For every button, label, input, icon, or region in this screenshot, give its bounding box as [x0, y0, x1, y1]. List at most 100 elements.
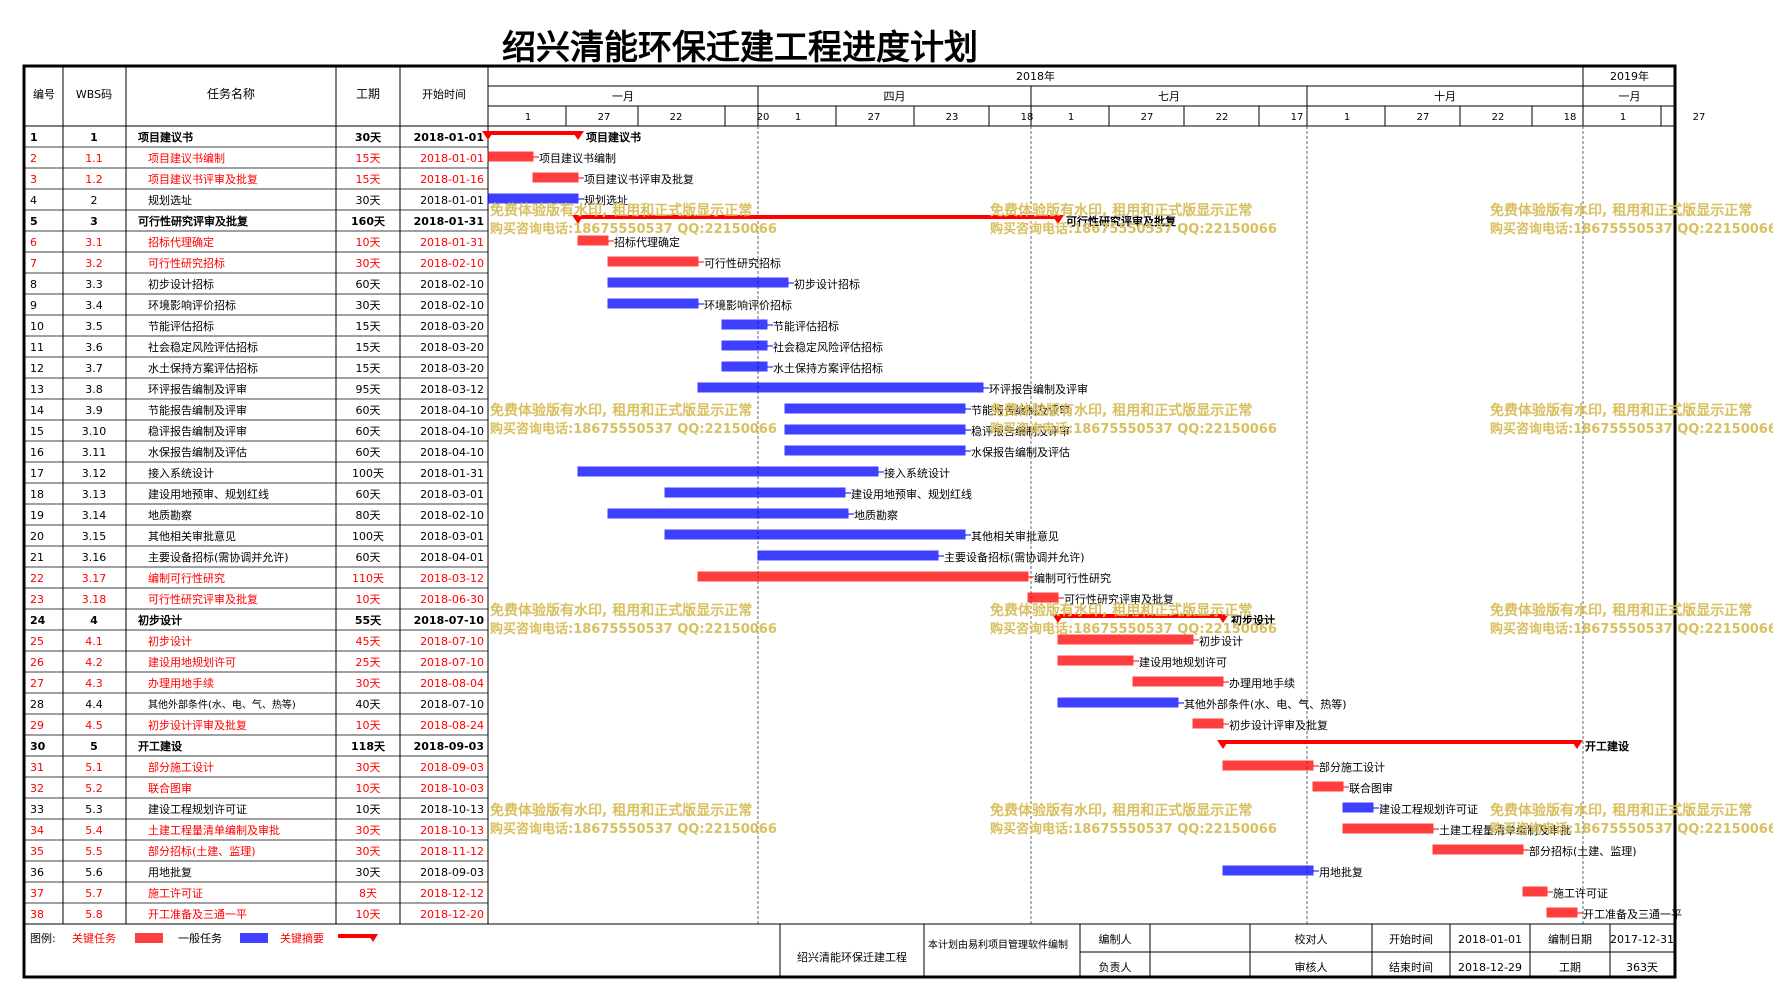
task-name: 建设工程规划许可证 — [148, 802, 247, 816]
summary-end-marker — [1052, 614, 1064, 623]
summary-bar — [578, 215, 1058, 219]
footer-owner: 负责人 — [1099, 960, 1132, 974]
header-day-1: 27 — [598, 112, 611, 123]
task-start: 2018-01-31 — [420, 236, 484, 249]
header-day-12: 1 — [1344, 112, 1350, 123]
header-day-17: 27 — [1693, 112, 1706, 123]
watermark-line1: 免费体验版有水印, 租用和正式版显示正常 — [990, 802, 1252, 819]
bar-label: 水土保持方案评估招标 — [773, 361, 883, 375]
summary-end-marker — [1052, 215, 1064, 224]
bar-label: 节能评估招标 — [773, 319, 839, 333]
task-no: 6 — [30, 236, 37, 249]
task-start: 2018-10-13 — [420, 803, 484, 816]
task-name: 规划选址 — [148, 193, 192, 207]
task-wbs: 2 — [91, 194, 98, 207]
bar-label: 水保报告编制及评估 — [971, 445, 1070, 459]
task-wbs: 3.11 — [82, 446, 107, 459]
task-wbs: 4 — [90, 614, 98, 627]
task-no: 8 — [30, 278, 37, 291]
task-no: 11 — [30, 341, 44, 354]
task-no: 10 — [30, 320, 44, 333]
task-name: 部分施工设计 — [148, 760, 214, 774]
task-dur: 15天 — [356, 362, 381, 375]
task-no: 16 — [30, 446, 44, 459]
watermark-line2: 购买咨询电话:18675550537 QQ:22150066 — [990, 221, 1277, 237]
header-day-8: 1 — [1068, 112, 1074, 123]
footer-edit-value: 2017-12-31 — [1610, 933, 1674, 946]
task-wbs: 1.2 — [85, 173, 103, 186]
task-bar — [784, 403, 966, 414]
task-dur: 15天 — [356, 320, 381, 333]
task-bar — [607, 256, 699, 267]
task-name: 可行性研究评审及批复 — [138, 214, 249, 228]
task-name: 招标代理确定 — [148, 235, 214, 249]
watermark-line2: 购买咨询电话:18675550537 QQ:22150066 — [490, 221, 777, 237]
task-bar — [757, 550, 939, 561]
legend-normal-swatch — [240, 933, 268, 943]
task-bar — [1057, 697, 1179, 708]
task-start: 2018-09-03 — [414, 740, 484, 753]
task-bar — [1342, 802, 1374, 813]
task-no: 25 — [30, 635, 44, 648]
task-bar — [1027, 592, 1059, 603]
task-bar — [1192, 718, 1224, 729]
watermark-line2: 购买咨询电话:18675550537 QQ:22150066 — [990, 821, 1277, 837]
task-start: 2018-11-12 — [420, 845, 484, 858]
task-no: 2 — [30, 152, 37, 165]
bar-label: 联合图审 — [1349, 781, 1393, 795]
task-name: 稳评报告编制及评审 — [148, 424, 247, 438]
task-bar — [577, 466, 879, 477]
task-start: 2018-09-03 — [420, 866, 484, 879]
task-name: 地质勘察 — [148, 508, 192, 522]
task-no: 18 — [30, 488, 44, 501]
task-no: 5 — [30, 215, 38, 228]
task-dur: 80天 — [356, 509, 381, 522]
legend-summary-label: 关键摘要 — [280, 931, 324, 945]
header-day-14: 22 — [1492, 112, 1505, 123]
task-name: 办理用地手续 — [148, 676, 214, 690]
task-start: 2018-03-12 — [420, 383, 484, 396]
task-no: 7 — [30, 257, 37, 270]
header-day-9: 27 — [1141, 112, 1154, 123]
task-bar — [664, 529, 966, 540]
task-name: 水保报告编制及评估 — [148, 445, 247, 459]
task-start: 2018-07-10 — [420, 656, 484, 669]
task-wbs: 1.1 — [85, 152, 103, 165]
task-dur: 95天 — [356, 383, 381, 396]
task-no: 14 — [30, 404, 44, 417]
task-start: 2018-08-04 — [420, 677, 484, 690]
task-bar — [1342, 823, 1434, 834]
task-dur: 15天 — [356, 152, 381, 165]
task-dur: 10天 — [356, 719, 381, 732]
task-wbs: 3.6 — [85, 341, 103, 354]
task-dur: 30天 — [356, 845, 381, 858]
task-name: 其他相关审批意见 — [148, 529, 236, 543]
task-start: 2018-10-13 — [420, 824, 484, 837]
header-year-2019: 2019年 — [1610, 69, 1649, 83]
task-no: 35 — [30, 845, 44, 858]
legend-summary-marker — [368, 934, 378, 942]
task-start: 2018-01-01 — [420, 152, 484, 165]
task-no: 33 — [30, 803, 44, 816]
task-no: 23 — [30, 593, 44, 606]
task-bar — [784, 445, 966, 456]
footer-checker: 校对人 — [1295, 932, 1328, 946]
header-month-2: 七月 — [1158, 90, 1180, 103]
task-bar — [721, 361, 768, 372]
summary-end-marker — [572, 131, 584, 140]
task-name: 建设用地预审、规划红线 — [148, 487, 269, 501]
watermark-line2: 购买咨询电话:18675550537 QQ:22150066 — [1490, 821, 1773, 837]
footer-auditor: 审核人 — [1295, 960, 1328, 974]
task-bar — [487, 193, 579, 204]
bar-label: 开工准备及三通一平 — [1583, 907, 1682, 921]
bar-label: 部分招标(土建、监理) — [1529, 844, 1637, 858]
task-wbs: 3.3 — [85, 278, 103, 291]
task-wbs: 3.2 — [85, 257, 103, 270]
task-name: 主要设备招标(需协调并允许) — [148, 550, 289, 564]
task-start: 2018-10-03 — [420, 782, 484, 795]
header-day-2: 22 — [670, 112, 683, 123]
task-start: 2018-03-12 — [420, 572, 484, 585]
task-no: 1 — [30, 131, 38, 144]
task-start: 2018-06-30 — [420, 593, 484, 606]
task-start: 2018-01-31 — [414, 215, 484, 228]
